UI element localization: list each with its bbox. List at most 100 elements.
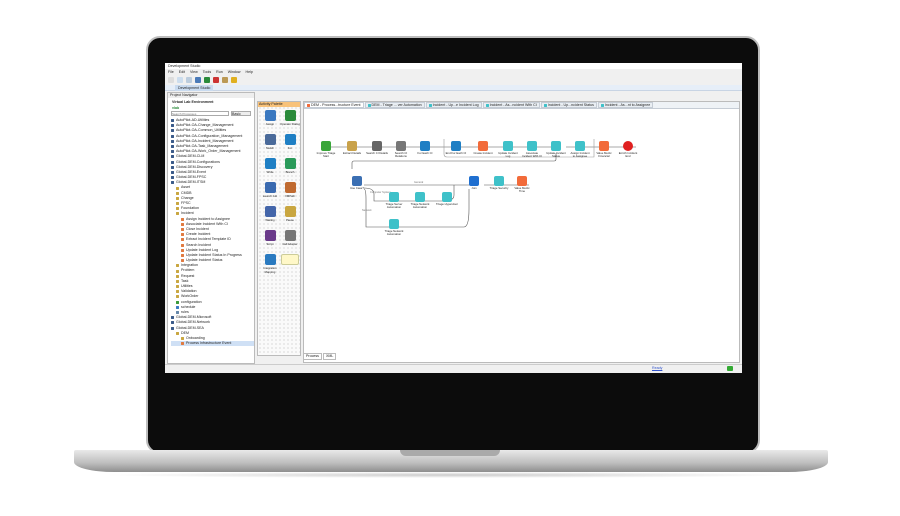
palette-item[interactable]: Assign (260, 110, 280, 126)
tree-item[interactable]: Global-DEM-CLM (171, 154, 254, 159)
process-node[interactable]: Create Incident (472, 141, 494, 155)
tree-item[interactable]: DEM (171, 331, 254, 336)
editor-tab[interactable]: DEM - Triage ... ver Automation (364, 102, 425, 108)
process-node[interactable]: Triage Network Automation (409, 192, 431, 209)
process-node[interactable]: Value Metric Financial (593, 141, 615, 158)
tree-item[interactable]: Change (171, 196, 254, 201)
menu-file[interactable]: File (168, 70, 174, 74)
menu-window[interactable]: Window (227, 70, 241, 74)
menu-run[interactable]: Run (216, 70, 223, 74)
new-icon[interactable] (168, 76, 174, 83)
tree-item[interactable]: AutoPilot-OA-Task_Management (171, 144, 254, 149)
tree-item[interactable]: Update Incident Status (171, 258, 254, 263)
menu-tools[interactable]: Tools (202, 70, 212, 74)
process-node[interactable]: Update Incident Log (497, 141, 519, 158)
editor-tab[interactable]: Incident - Up...ncident Status (540, 102, 597, 108)
perspective-tab[interactable]: Development Studio (175, 85, 214, 91)
editor-tab[interactable]: Incident - Up...e Incident Log (425, 102, 482, 108)
tree-item[interactable]: Global-DEM-Network (171, 320, 254, 325)
palette-item[interactable]: Branch (280, 158, 300, 174)
palette-item[interactable]: For (280, 134, 300, 150)
menu-edit[interactable]: Edit (178, 70, 185, 74)
process-node[interactable]: Improve Triage Start (315, 141, 337, 158)
run-icon[interactable] (204, 76, 210, 83)
tree-item[interactable]: Search Incident (171, 243, 254, 248)
palette-item[interactable]: Waiting (260, 206, 280, 222)
palette-item[interactable]: While (260, 158, 280, 174)
tree-item[interactable]: Onboarding (171, 336, 254, 341)
palette-item[interactable]: Switch (260, 134, 280, 150)
process-node[interactable]: For Each CI (414, 141, 436, 155)
tree-item[interactable]: WorkOrder (171, 294, 254, 299)
deploy-icon[interactable] (195, 76, 201, 83)
bottom-tab-xml[interactable]: XML (322, 353, 337, 360)
debug-icon[interactable] (213, 76, 219, 83)
tree-item[interactable]: Global-DEM-Event (171, 170, 254, 175)
tree-item[interactable]: Global-DEM-SEA (171, 326, 254, 331)
tree-item[interactable]: Process Infrastructure Event (171, 341, 254, 347)
tree-item[interactable]: Foundation (171, 206, 254, 211)
tree-item[interactable]: Problem (171, 268, 254, 273)
palette-item[interactable]: Script (260, 230, 280, 246)
tree-item[interactable]: schedule (171, 305, 254, 310)
tree-item[interactable]: Global-DEM-FPSC (171, 175, 254, 180)
process-node[interactable]: Triage Server Automation (383, 192, 405, 209)
tree-item[interactable]: Request (171, 274, 254, 279)
export-icon[interactable] (222, 76, 228, 83)
menu-help[interactable]: Help (245, 70, 253, 74)
tree-item[interactable]: rules (171, 310, 254, 315)
open-icon[interactable] (177, 76, 183, 83)
editor-tab[interactable]: Incident - As...ncident With CI (482, 102, 540, 108)
tree-item[interactable]: Global-DEM-Microsoft (171, 315, 254, 320)
tree-item[interactable]: Integration (171, 263, 254, 268)
tree-item[interactable]: Update Incident Status In Progress (171, 253, 254, 258)
tree-item[interactable]: AutoPilot-OA-Common_Utilities (171, 128, 254, 133)
search-scope-select[interactable]: Basic (231, 111, 251, 116)
tree-item[interactable]: CMDB (171, 191, 254, 196)
editor-tab[interactable]: DEM - Process...tructure Event (304, 102, 364, 108)
palette-item[interactable]: Operator Dialog (280, 110, 300, 126)
process-node[interactable]: Assign Incident to Assignee (569, 141, 591, 158)
process-node[interactable]: Triage Security (488, 176, 510, 190)
process-node[interactable]: Update Incident Status (545, 141, 567, 158)
tree-item[interactable]: Incident (171, 211, 254, 216)
palette-item[interactable]: Launch Job (260, 182, 280, 198)
tree-item[interactable]: AutoPilot-OA-Incident_Management (171, 139, 254, 144)
tree-item[interactable]: Utilities (171, 284, 254, 289)
tree-item[interactable]: Asset (171, 185, 254, 190)
save-icon[interactable] (186, 76, 192, 83)
process-node[interactable]: Value Metric Time (511, 176, 533, 193)
process-node[interactable]: Use Case? (346, 176, 368, 190)
tree-item[interactable]: Global-DEM-ITSM (171, 180, 254, 185)
tree-item[interactable]: AutoPilot-OA-Work_Order_Management (171, 149, 254, 154)
tree-item[interactable]: AutoPilot-OA-Change_Management (171, 123, 254, 128)
help-icon[interactable] (231, 76, 237, 83)
process-node[interactable]: End For Each CI (445, 141, 467, 155)
process-node[interactable]: Search CI Relations (390, 141, 412, 158)
tree-item[interactable]: Update Incident Log (171, 248, 254, 253)
palette-item[interactable]: Call Adapter (280, 230, 300, 246)
editor-tab[interactable]: Incident - As...nt to Assignee (597, 102, 654, 108)
process-node[interactable]: Join (463, 176, 485, 190)
tree-item[interactable]: Assign Incident to Assignee (171, 217, 254, 222)
tree-item[interactable]: Close Incident (171, 227, 254, 232)
tree-item[interactable]: Extract Incident Template ID (171, 237, 254, 242)
palette-item[interactable] (280, 254, 300, 266)
tree-item[interactable]: Validation (171, 289, 254, 294)
process-node[interactable]: Triage Hypervisor (436, 192, 458, 206)
tree-item[interactable]: AutoPilot-OA-Configuration_Management (171, 134, 254, 139)
palette-item[interactable]: Pause (280, 206, 300, 222)
tree-item[interactable]: Task (171, 279, 254, 284)
process-node[interactable]: Triage Network Automation (383, 219, 405, 236)
palette-item[interactable]: Integration Mapping (260, 254, 280, 274)
bottom-tab-process[interactable]: Process (303, 353, 322, 360)
tree-item[interactable]: FPSC (171, 201, 254, 206)
search-input[interactable] (171, 111, 229, 116)
tree-item[interactable]: AutoPilot-AD-Utilities (171, 118, 254, 123)
status-link[interactable]: Ready (652, 366, 663, 370)
process-node[interactable]: Enrich Incident End (617, 141, 639, 158)
tree-item[interactable]: configuration (171, 300, 254, 305)
palette-item[interactable]: XMPath (280, 182, 300, 198)
process-node[interactable]: Associate Incident With CI (521, 141, 543, 158)
menu-view[interactable]: View (190, 70, 198, 74)
